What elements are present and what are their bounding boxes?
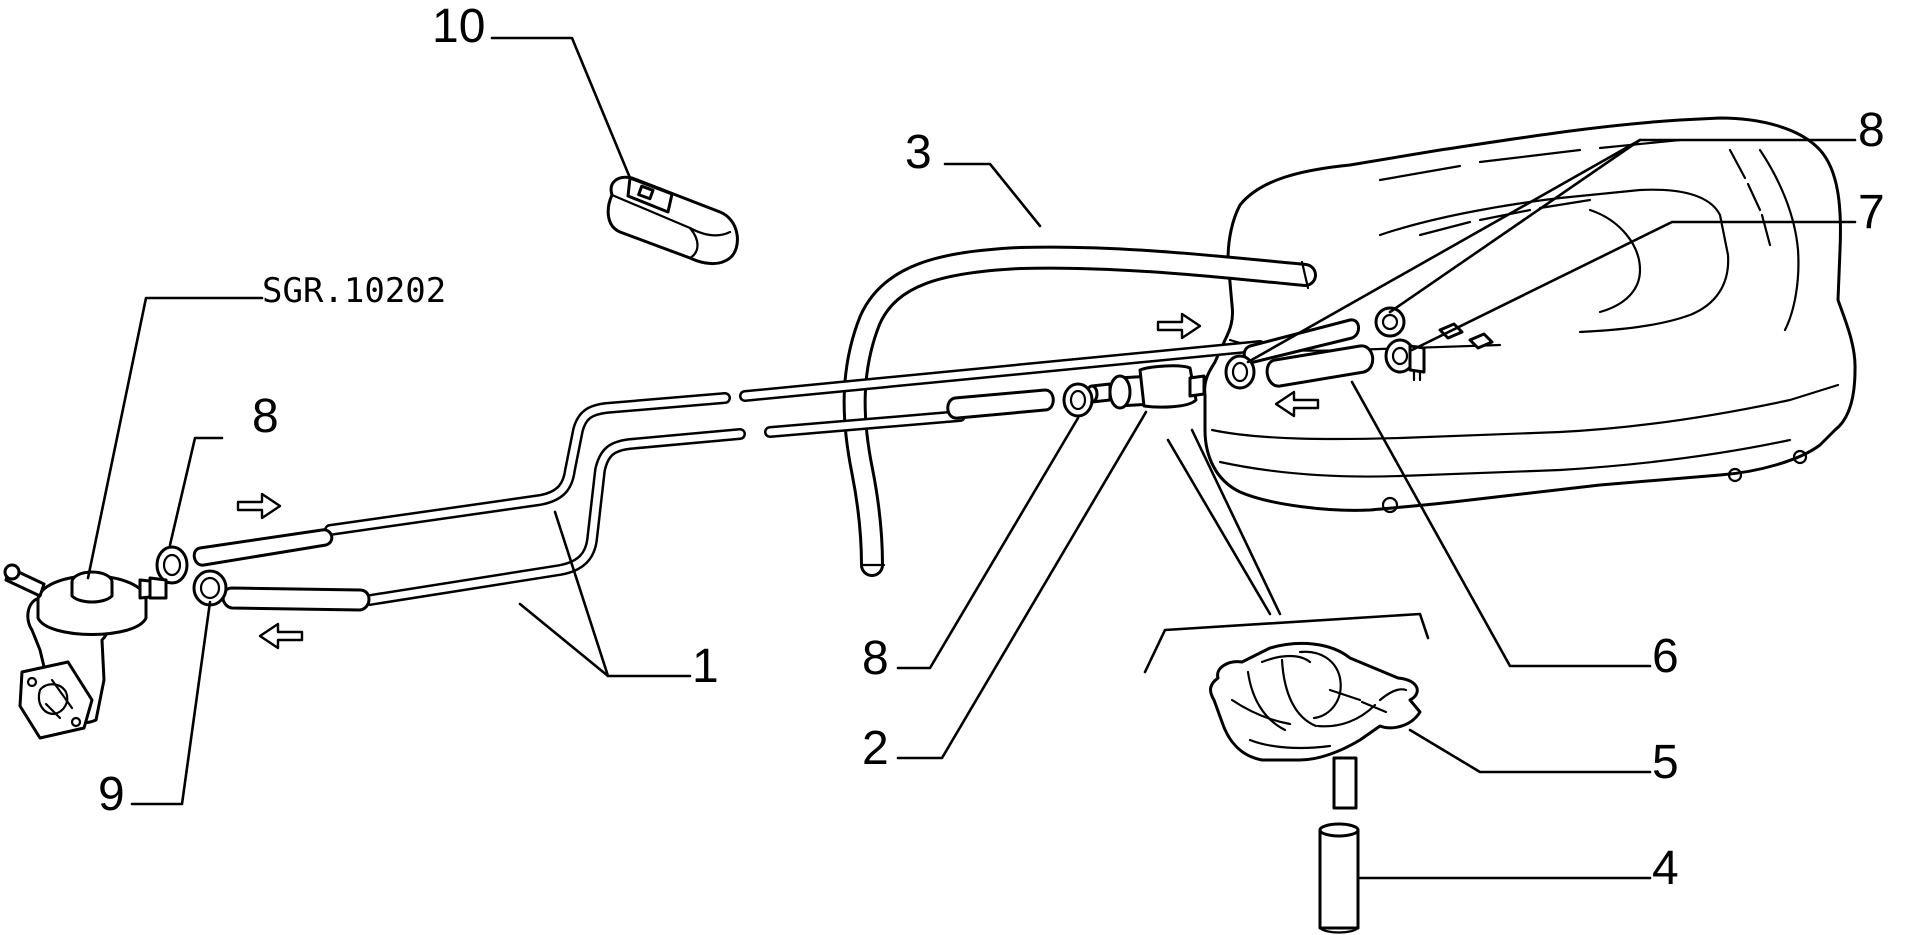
callout-7: 7 [1858,186,1885,239]
leader-8-mid [896,416,1080,670]
bracket-5-right [1190,428,1282,616]
flow-arrow-right-icon [236,492,282,520]
part-9-clamp [192,569,228,607]
part-5-sender-cover [1209,641,1422,810]
fuel-pump [3,563,168,740]
leader-7 [1410,220,1857,352]
bracket-5-left [1166,438,1272,616]
leader-9 [130,600,212,806]
bracket-5 [1143,612,1430,674]
leader-2 [896,410,1148,760]
part-10-clip [606,175,739,266]
fuel-tank [1203,116,1857,514]
callout-4: 4 [1652,842,1679,895]
callout-3: 3 [905,126,932,179]
part-1-fuel-lines [192,318,1360,612]
callout-9: 9 [98,768,125,821]
part-6-hose [1265,344,1375,388]
leader-5 [1408,728,1652,774]
callout-1: 1 [692,640,719,693]
callout-8-top: 8 [1858,104,1885,157]
part-8-clamps [155,306,1406,585]
leader-6 [1350,380,1652,668]
callout-5: 5 [1652,736,1679,789]
callout-8-left: 8 [252,390,279,443]
labels: SGR.10202 10 3 8 7 8 1 9 8 2 6 5 4 [98,0,1885,895]
leader-3 [943,162,1042,228]
leader-lines [86,36,1857,880]
leader-1-b [553,510,610,678]
leader-8-top-b [1246,138,1642,364]
callout-6: 6 [1652,630,1679,683]
callout-8-mid: 8 [862,632,889,685]
flow-arrow-left-icon [258,622,304,650]
leader-10 [490,36,632,180]
callout-10: 10 [432,0,485,53]
part-3-hose [842,245,1317,577]
part-4-tube [1318,822,1360,934]
part-2-fuel-filter [1085,364,1206,410]
leader-ref [86,296,264,580]
flow-arrow-right-icon [1156,312,1202,340]
callout-2: 2 [862,722,889,775]
flow-arrows [236,312,1320,650]
reference-code: SGR.10202 [262,271,446,311]
leader-8-left [168,436,224,547]
flow-arrow-left-icon [1274,390,1320,418]
